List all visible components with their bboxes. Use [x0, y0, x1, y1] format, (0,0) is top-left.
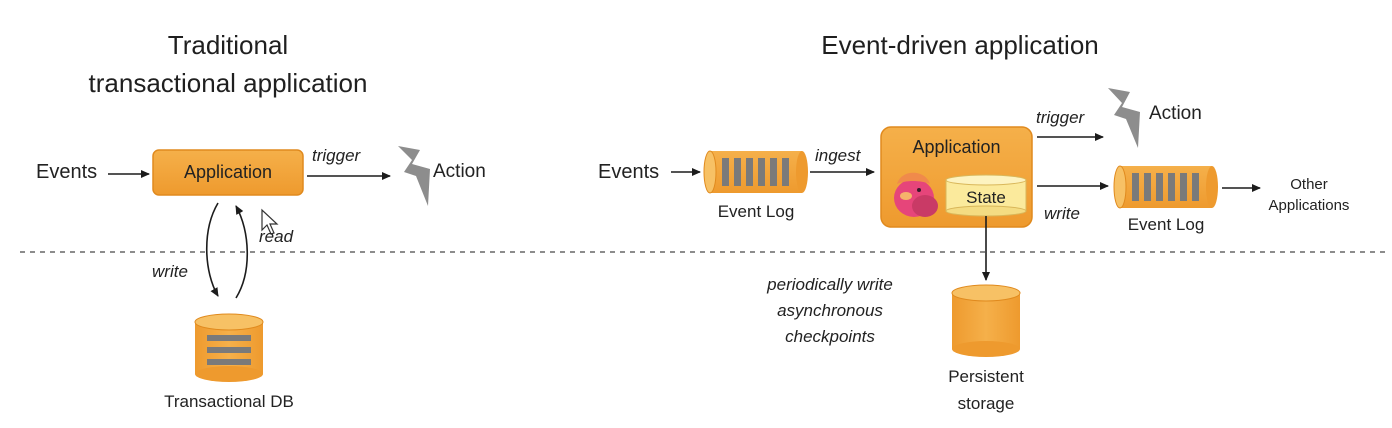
storage-line: Persistent: [948, 367, 1024, 386]
checkpoints-line: checkpoints: [785, 327, 875, 346]
title-traditional: Traditional transactional application: [28, 26, 428, 102]
checkpoints-line: periodically write: [767, 275, 893, 294]
label-application-right: Application: [912, 137, 1001, 157]
event-log-out-cylinder: [1113, 165, 1218, 209]
lightning-icon: [398, 146, 430, 206]
label-persistent-storage: Persistent storage: [906, 363, 1066, 417]
state-cylinder: [945, 174, 1027, 217]
application-box-left: [152, 149, 304, 196]
title-event-driven: Event-driven application: [760, 26, 1160, 64]
label-event-log-out: Event Log: [1127, 215, 1205, 234]
label-trigger-right: trigger: [1036, 108, 1085, 127]
label-trigger-left: trigger: [312, 146, 361, 165]
flink-squirrel-icon: [894, 172, 938, 217]
storage-line: storage: [957, 394, 1015, 413]
label-event-log-in: Event Log: [717, 202, 795, 221]
other-apps-line: Other: [1290, 176, 1328, 193]
label-read: read: [259, 227, 294, 246]
label-write-right: write: [1044, 204, 1080, 223]
label-write-left: write: [152, 262, 188, 281]
title-line: Traditional: [167, 30, 289, 60]
label-action-right: Action: [1149, 103, 1202, 124]
other-apps-line: Applications: [1268, 197, 1350, 214]
label-action-left: Action: [433, 161, 486, 182]
label-events-right: Events: [598, 161, 660, 183]
arrow-read-left: [235, 205, 249, 299]
checkpoints-line: asynchronous: [777, 301, 883, 320]
arrow-write-left: [205, 202, 219, 297]
label-other-applications: Other Applications: [1250, 174, 1368, 216]
lightning-icon: [1108, 88, 1140, 148]
mouse-cursor-icon: [261, 208, 279, 235]
label-checkpoints: periodically write asynchronous checkpoi…: [730, 272, 930, 350]
label-state: State: [966, 188, 1006, 207]
persistent-storage-cylinder: [951, 284, 1021, 357]
label-ingest: ingest: [815, 146, 861, 165]
title-line: transactional application: [88, 68, 368, 98]
transactional-db-cylinder: [194, 313, 264, 382]
label-application-left: Application: [183, 162, 273, 182]
label-transactional-db: Transactional DB: [164, 392, 294, 411]
event-log-in-cylinder: [703, 150, 808, 194]
title-line: Event-driven application: [821, 30, 1099, 60]
label-events-left: Events: [36, 161, 98, 183]
